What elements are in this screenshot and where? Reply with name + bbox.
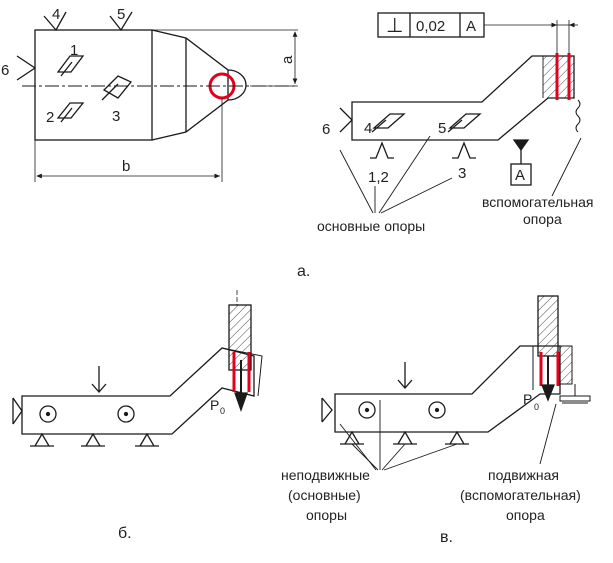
tolerance-frame [377,12,485,38]
clamp-column-v [537,295,559,357]
datum-box [510,163,532,186]
fig-b-labels: P 0 б. [118,397,225,542]
support-mark-3 [452,141,476,159]
dim-b-label: b [122,158,130,175]
label-3: 3 [112,108,120,125]
panel-label-a: а. [297,263,310,280]
label-5-right: 5 [438,120,446,137]
tolerance-datum: A [466,18,476,35]
movable-support-plate [559,395,591,402]
caption-mov-line2: (вспомогательная) [460,487,581,503]
part-lug [227,69,247,101]
part-body [34,29,153,141]
bent-part-v [334,345,561,433]
caption-mov-line3: опора [506,507,545,523]
label-6-right: 6 [322,121,330,138]
bottom-support-v-2 [393,430,417,445]
bottom-support-v-1 [340,430,364,445]
panel-label-v: в. [440,529,453,546]
support-point-1 [56,55,85,77]
fig-v-labels: P 0 неподвижные (основные) опоры подвижн… [281,391,581,546]
locator-pin-b-1 [39,405,57,423]
fig-b-view [12,290,263,447]
force-sub-b: 0 [220,406,225,416]
force-arrow-v [541,384,555,402]
support-mark-6 [16,55,37,81]
caption-main-supports: основные опоры [317,218,425,234]
caption-mov-line1: подвижная [488,467,559,483]
bottom-support-v-3 [445,430,469,445]
locator-pin-v-1 [358,401,376,419]
force-arrow-b [234,392,248,412]
part-taper [151,29,229,141]
side-support-b [12,397,23,425]
side-support-v [321,397,333,423]
force-sub-v: 0 [534,402,539,412]
label-4: 4 [52,6,60,23]
force-label-b: P [210,397,219,413]
locator-pin-b-2 [117,405,135,423]
bottom-support-b-1 [30,432,54,447]
fig-a-left-view [16,11,298,182]
bottom-support-b-3 [135,432,159,447]
label-1-2: 1,2 [368,169,389,186]
label-2: 2 [46,109,54,126]
tolerance-value: 0,02 [416,18,445,35]
fig-a-right-labels: ⊥ 0,02 A 6 4 5 1,2 3 A основные опоры вс… [317,15,593,234]
locator-pin-v-2 [428,401,446,419]
support-mark-5 [109,11,133,32]
label-3-right: 3 [458,165,466,182]
aux-support-spring [575,99,581,133]
caption-aux-line1: вспомогательная [482,194,593,210]
caption-fixed-line2: (основные) [288,487,361,503]
caption-fixed-line3: опоры [306,507,347,523]
label-6: 6 [1,62,9,79]
clamp-arrow-v [397,379,413,389]
dim-a-label: a [279,55,296,64]
tolerance-symbol: ⊥ [386,15,403,37]
support-mark-6-right [339,107,353,133]
support-point-2 [56,102,85,123]
panel-label-b: б. [118,525,132,542]
label-5: 5 [117,6,125,23]
support-mark-1-2 [370,141,394,159]
datum-triangle [512,139,530,152]
support-point-4 [371,113,406,133]
label-4-right: 4 [364,120,372,137]
caption-fixed-line1: неподвижные [281,467,370,483]
support-point-3 [101,75,133,101]
caption-aux-line2: опора [523,211,562,227]
boss-v [520,345,534,390]
boss-b [221,347,263,397]
fig-a-left-labels: 4 5 6 1 2 3 a b [1,6,296,175]
bottom-support-b-2 [81,432,105,447]
fig-a-right-view [339,12,582,214]
force-label-v: P [523,391,532,407]
support-mark-4 [43,11,67,32]
support-point-5 [447,113,482,133]
bent-part-b [21,347,255,435]
clamp-arrow-b [91,383,107,393]
datum-box-label: A [515,167,525,184]
fig-v-view [321,295,591,471]
label-1: 1 [70,42,78,59]
